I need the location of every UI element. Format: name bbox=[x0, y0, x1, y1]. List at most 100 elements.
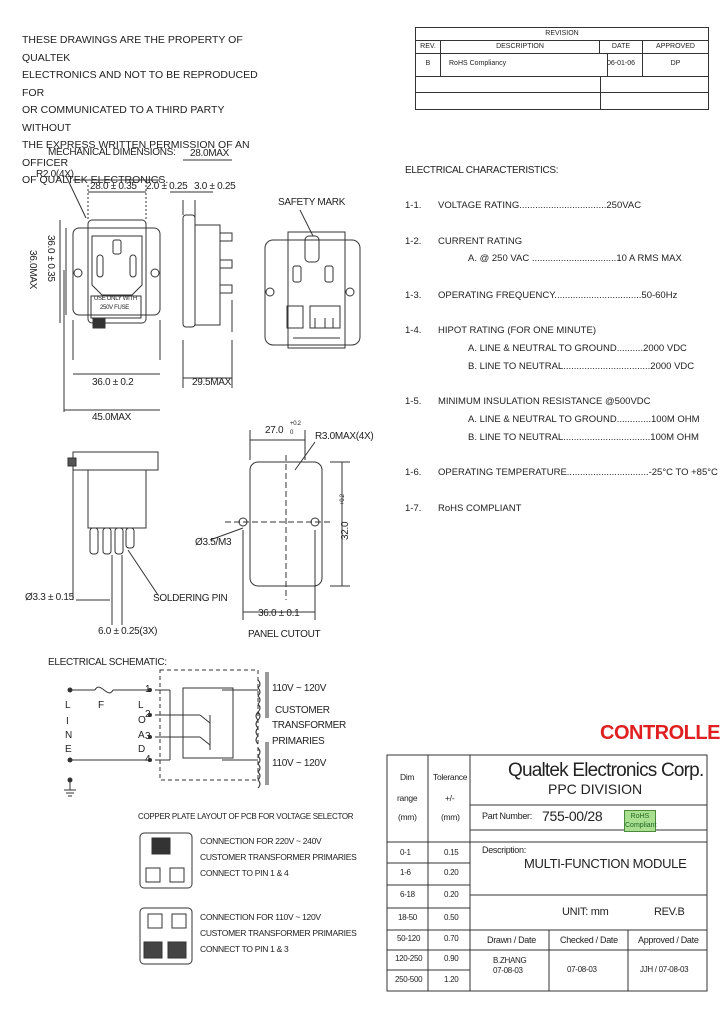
hole-spacing-label: 36.0 ± 0.1 bbox=[258, 608, 300, 619]
pin-label: 4 bbox=[145, 754, 151, 765]
spec-text: A. LINE & NEUTRAL TO GROUND.............… bbox=[468, 414, 700, 425]
conn-110-line: CONNECTION FOR 110V ~ 120V bbox=[200, 912, 321, 922]
fuse-label: F bbox=[98, 700, 104, 711]
notice-line: OR COMMUNICATED TO A THIRD PARTY WITHOUT bbox=[22, 104, 225, 134]
tol-cell: 0.70 bbox=[444, 934, 459, 943]
spec-text: B. LINE TO NEUTRAL......................… bbox=[468, 361, 695, 372]
load-letter: A bbox=[138, 730, 145, 741]
dim-3-label: 3.0 ± 0.25 bbox=[194, 181, 236, 192]
notice-line: ELECTRONICS AND NOT TO BE REPRODUCED FOR bbox=[22, 69, 258, 99]
part-number: 755-00/28 bbox=[542, 808, 603, 824]
rohs-badge-line: Compliant bbox=[625, 822, 657, 829]
dim-2-label: 2.0 ± 0.25 bbox=[146, 181, 188, 192]
dim-header: Dim bbox=[400, 772, 415, 782]
tol-cell: 0.20 bbox=[444, 890, 459, 899]
rohs-badge-line: RoHS bbox=[630, 813, 650, 820]
tol-cell: 0.15 bbox=[444, 848, 459, 857]
pin-diameter-label: Ø3.3 ± 0.15 bbox=[25, 592, 74, 603]
spec-text: RoHS COMPLIANT bbox=[438, 503, 522, 514]
spec-text: A. LINE & NEUTRAL TO GROUND..........200… bbox=[468, 343, 687, 354]
date-value: 06-01-06 bbox=[600, 54, 643, 76]
front-flange bbox=[72, 227, 161, 316]
panel-height-label: 32.0 bbox=[340, 521, 351, 540]
rohs-badge: RoHS Compliant bbox=[624, 810, 657, 832]
height-vertical-label: 36.0MAX bbox=[27, 250, 38, 290]
description-header: DESCRIPTION bbox=[441, 41, 600, 54]
rev-value: B bbox=[416, 54, 441, 76]
spec-text: CURRENT RATING bbox=[438, 236, 523, 247]
conn-220-line: CONNECTION FOR 220V ~ 240V bbox=[200, 836, 322, 846]
tol-cell: 0.20 bbox=[444, 868, 459, 877]
max-28-label: 28.0MAX bbox=[190, 148, 230, 159]
pin-label: 3 bbox=[145, 731, 151, 742]
range-cell: 50-120 bbox=[397, 934, 421, 943]
customer-label: CUSTOMER bbox=[275, 705, 330, 716]
spec-text: HIPOT RATING (FOR ONE MINUTE) bbox=[438, 325, 596, 336]
spec-text: MINIMUM INSULATION RESISTANCE @500VDC bbox=[438, 396, 651, 407]
panel-cutout-label: PANEL CUTOUT bbox=[248, 629, 321, 640]
line-letter: E bbox=[65, 744, 72, 755]
notice-line: THESE DRAWINGS ARE THE PROPERTY OF QUALT… bbox=[22, 34, 243, 64]
panel-width-tol-bot: 0 bbox=[290, 430, 294, 436]
dim-header: (mm) bbox=[398, 812, 417, 822]
safety-mark-label: SAFETY MARK bbox=[278, 197, 346, 208]
range-cell: 18-50 bbox=[398, 913, 417, 922]
height-inner-label: 36.0 ± 0.35 bbox=[45, 235, 56, 282]
spec-text: VOLTAGE RATING..........................… bbox=[438, 200, 642, 211]
spec-num: 1-5. bbox=[405, 396, 422, 407]
range-cell: 250-500 bbox=[395, 975, 423, 984]
rev-header: REV. bbox=[416, 41, 441, 54]
approved-date: JJH / 07-08-03 bbox=[640, 965, 689, 974]
checked-label: Checked / Date bbox=[560, 935, 618, 945]
notice-line: THE EXPRESS WRITTEN PERMISSION OF AN OFF… bbox=[22, 139, 250, 169]
panel-width-tol-top: +0.2 bbox=[290, 421, 301, 427]
line-letter: N bbox=[65, 730, 72, 741]
spec-text: OPERATING TEMPERATURE...................… bbox=[438, 467, 718, 478]
range-cell: 120-250 bbox=[395, 954, 423, 963]
spec-text: OPERATING FREQUENCY.....................… bbox=[438, 290, 678, 301]
spec-num: 1-1. bbox=[405, 200, 422, 211]
customer-label: TRANSFORMER bbox=[272, 720, 346, 731]
spec-text: B. LINE TO NEUTRAL......................… bbox=[468, 432, 699, 443]
overall-max-label: 45.0MAX bbox=[92, 412, 132, 423]
conn-110-line: CUSTOMER TRANSFORMER PRIMARIES bbox=[200, 928, 357, 938]
rev-label: REV.B bbox=[654, 906, 685, 918]
load-letter: O bbox=[138, 715, 146, 726]
load-letter: D bbox=[138, 744, 145, 755]
tol-cell: 0.90 bbox=[444, 954, 459, 963]
panel-width-label: 27.0 bbox=[265, 425, 284, 436]
spec-num: 1-2. bbox=[405, 236, 422, 247]
revision-table: REVISION REV. DESCRIPTION DATE APPROVED … bbox=[415, 27, 709, 110]
customer-label: PRIMARIES bbox=[272, 736, 325, 747]
width-inner-label: 28.0 ± 0.35 bbox=[90, 181, 137, 192]
panel-hole-label: Ø3.5/M3 bbox=[195, 537, 232, 548]
pin-label: 2 bbox=[145, 709, 151, 720]
load-letter: L bbox=[138, 700, 144, 711]
checked-date: 07-08-03 bbox=[567, 965, 597, 974]
tol-header: Tolerance bbox=[433, 772, 468, 782]
electrical-title: ELECTRICAL CHARACTERISTICS: bbox=[405, 165, 559, 176]
spec-num: 1-7. bbox=[405, 503, 422, 514]
mechanical-title: MECHANICAL DIMENSIONS: bbox=[48, 147, 176, 158]
side-max-label: 29.5MAX bbox=[192, 377, 232, 388]
spec-num: 1-6. bbox=[405, 467, 422, 478]
range-cell: 6-18 bbox=[400, 890, 415, 899]
voltage-bottom-label: 110V ~ 120V bbox=[272, 758, 327, 769]
description-label: Description: bbox=[482, 845, 526, 855]
drawn-label: Drawn / Date bbox=[487, 935, 536, 945]
panel-radius-label: R3.0MAX(4X) bbox=[315, 431, 374, 442]
range-cell: 1-6 bbox=[400, 868, 411, 877]
division-name: PPC DIVISION bbox=[548, 781, 643, 797]
tol-header: (mm) bbox=[441, 812, 460, 822]
controlled-stamp: CONTROLLED bbox=[600, 722, 720, 744]
revision-title: REVISION bbox=[416, 28, 708, 41]
schematic-title: ELECTRICAL SCHEMATIC: bbox=[48, 657, 167, 668]
pin-label: 1 bbox=[145, 684, 151, 695]
approved-value: DP bbox=[670, 60, 681, 67]
unit-label: UNIT: mm bbox=[562, 906, 609, 918]
spec-num: 1-4. bbox=[405, 325, 422, 336]
soldering-pin-label: SOLDERING PIN bbox=[153, 593, 228, 604]
conn-220-line: CONNECT TO PIN 1 & 4 bbox=[200, 868, 289, 878]
drawn-by: B.ZHANG bbox=[493, 956, 527, 965]
